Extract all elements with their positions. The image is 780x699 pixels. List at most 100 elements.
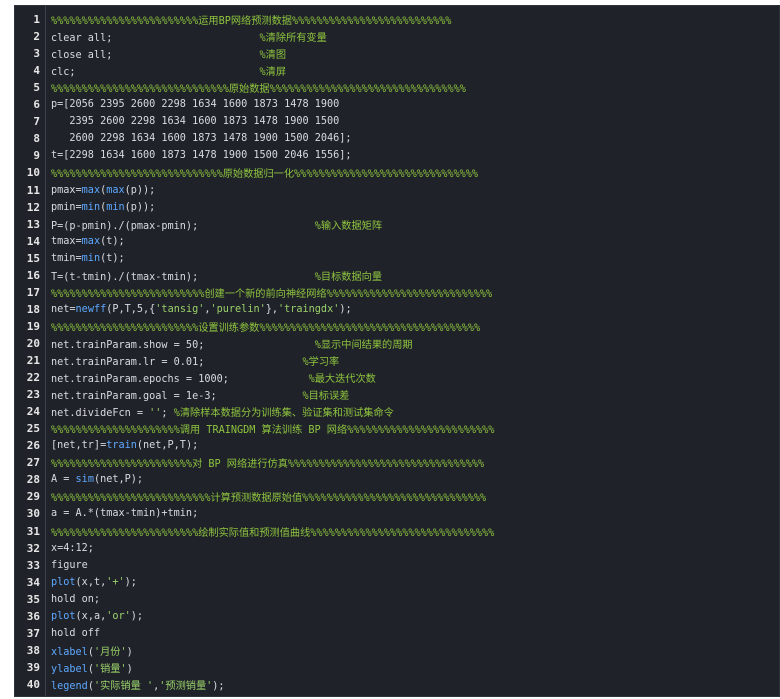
code-line[interactable]: 25%%%%%%%%%%%%%%%%%%%%%调用 TRAINGDM 算法训练 … — [15, 420, 779, 437]
code-text: plot(x,a,'or'); — [51, 611, 143, 622]
code-function: ylabel — [51, 663, 88, 675]
code-line[interactable]: 6 p=[2056 2395 2600 2298 1634 1600 1873 1… — [15, 96, 779, 113]
code-comment: %%%%%%%%%%%%%%%%%%%%%%%%%%%%原始数据归一化%%%%%… — [51, 169, 479, 181]
code-line[interactable]: 8 2600 2298 1634 1600 1873 1478 1900 150… — [15, 130, 779, 147]
code-text: %%%%%%%%%%%%%%%%%%%%%%%%%%%%%原始数据%%%%%%%… — [51, 80, 466, 95]
code-token: T=(t-tmin)./(tmax-tmin); — [51, 271, 315, 283]
line-number: 6 — [33, 98, 40, 112]
code-token: net.trainParam.goal = 1e-3; — [51, 391, 303, 403]
code-comment: %清除所有变量 — [259, 33, 327, 45]
code-text: %%%%%%%%%%%%%%%%%%%%%调用 TRAINGDM 算法训练 BP… — [51, 421, 494, 436]
code-token: hold on; — [51, 593, 101, 605]
code-comment: %清图 — [259, 50, 287, 62]
code-editor[interactable]: 1%%%%%%%%%%%%%%%%%%%%%%%%运用BP网络预测数据%%%%%… — [14, 5, 780, 697]
code-text: hold off — [51, 628, 100, 639]
code-text: t=[2298 1634 1600 1873 1478 1900 1500 20… — [51, 150, 352, 161]
code-text: legend('实际销量 ','预测销量'); — [51, 677, 225, 692]
code-line[interactable]: 17%%%%%%%%%%%%%%%%%%%%%%%%%创建一个新的前向神经网络%… — [15, 284, 779, 301]
code-string: '' — [149, 408, 162, 420]
code-line[interactable]: 1%%%%%%%%%%%%%%%%%%%%%%%%运用BP网络预测数据%%%%%… — [15, 11, 779, 28]
code-text: P=(p-pmin)./(pmax-pmin); %输入数据矩阵 — [51, 217, 382, 232]
line-number: 34 — [26, 575, 40, 589]
code-text: T=(t-tmin)./(tmax-tmin); %目标数据向量 — [51, 268, 382, 283]
code-comment: %最大迭代次数 — [308, 374, 376, 386]
code-line[interactable]: 29%%%%%%%%%%%%%%%%%%%%%%%%%%计算预测数据原始值%%%… — [15, 488, 779, 505]
code-comment: %%%%%%%%%%%%%%%%%%%%%%%%%%%%%原始数据%%%%%%%… — [51, 84, 466, 96]
code-function: xlabel — [51, 646, 88, 658]
code-string: '实际销量 ' — [93, 680, 154, 692]
code-token: ) — [126, 663, 133, 675]
code-line[interactable]: 5%%%%%%%%%%%%%%%%%%%%%%%%%%%%%原始数据%%%%%%… — [15, 79, 779, 96]
code-comment: %显示中间结果的周期 — [314, 339, 413, 351]
code-token: 2395 2600 2298 1634 1600 1873 1478 1900 … — [51, 116, 340, 128]
code-text: hold on; — [51, 594, 100, 605]
code-token: (P,T,5,{ — [106, 303, 156, 315]
code-token: (p)); — [124, 184, 156, 196]
code-line[interactable]: 31%%%%%%%%%%%%%%%%%%%%%%%%绘制实际值和预测值曲线%%%… — [15, 523, 779, 540]
code-text: %%%%%%%%%%%%%%%%%%%%%%%%设置训练参数%%%%%%%%%%… — [51, 319, 480, 334]
code-token: 2600 2298 1634 1600 1873 1478 1900 1500 … — [51, 133, 352, 145]
code-token: , — [204, 303, 211, 315]
line-number: 13 — [26, 217, 40, 231]
code-text: clc; %清屏 — [51, 63, 286, 78]
code-line[interactable]: 9 t=[2298 1634 1600 1873 1478 1900 1500 2… — [15, 147, 779, 164]
code-line[interactable]: 10%%%%%%%%%%%%%%%%%%%%%%%%%%%%原始数据归一化%%%… — [15, 164, 779, 181]
line-number: 19 — [26, 319, 40, 333]
code-comment: %%%%%%%%%%%%%%%%%%%%%%%对 BP 网络进行仿真%%%%%%… — [51, 459, 485, 471]
code-text: %%%%%%%%%%%%%%%%%%%%%%%%运用BP网络预测数据%%%%%%… — [51, 12, 451, 27]
code-line[interactable]: 35 hold on; — [15, 591, 779, 608]
code-function: plot — [51, 576, 76, 588]
code-string: '+' — [106, 576, 125, 588]
code-text: net=newff(P,T,5,{'tansig','purelin'},'tr… — [51, 304, 352, 315]
code-text: p=[2056 2395 2600 2298 1634 1600 1873 14… — [51, 99, 339, 110]
code-function: max — [106, 184, 125, 196]
code-token: ( — [100, 184, 107, 196]
code-token: (x,t, — [75, 576, 107, 588]
code-line[interactable]: 7 2395 2600 2298 1634 1600 1873 1478 190… — [15, 113, 779, 130]
code-line[interactable]: 26[net,tr]=train(net,P,T); — [15, 437, 779, 454]
code-comment: %%%%%%%%%%%%%%%%%%%%%%%%%创建一个新的前向神经网络%%%… — [51, 288, 493, 300]
code-text: pmax=max(max(p)); — [51, 185, 155, 196]
code-line[interactable]: 13 P=(p-pmin)./(pmax-pmin); %输入数据矩阵 — [15, 216, 779, 233]
code-token: ; — [161, 408, 174, 420]
line-number: 35 — [26, 592, 40, 606]
code-line[interactable]: 27%%%%%%%%%%%%%%%%%%%%%%%对 BP 网络进行仿真%%%%… — [15, 454, 779, 471]
code-comment: %清屏 — [259, 67, 287, 79]
code-token: net.trainParam.epochs = 1000; — [51, 374, 309, 386]
code-token: tmin= — [51, 252, 82, 264]
code-comment: %目标误差 — [302, 391, 350, 403]
line-number: 9 — [33, 149, 40, 163]
code-comment: %%%%%%%%%%%%%%%%%%%%%调用 TRAINGDM 算法训练 BP… — [51, 425, 495, 437]
code-token: t=[2298 1634 1600 1873 1478 1900 1500 20… — [51, 150, 352, 162]
code-function: train — [106, 440, 137, 452]
code-line[interactable]: 19 %%%%%%%%%%%%%%%%%%%%%%%%设置训练参数%%%%%%%%… — [15, 318, 779, 335]
code-text: A = sim(net,P); — [51, 474, 143, 485]
code-string: '销量' — [93, 663, 127, 675]
code-text: %%%%%%%%%%%%%%%%%%%%%%%%绘制实际值和预测值曲线%%%%%… — [51, 524, 494, 539]
code-comment: %%%%%%%%%%%%%%%%%%%%%%%%运用BP网络预测数据%%%%%%… — [51, 16, 452, 27]
